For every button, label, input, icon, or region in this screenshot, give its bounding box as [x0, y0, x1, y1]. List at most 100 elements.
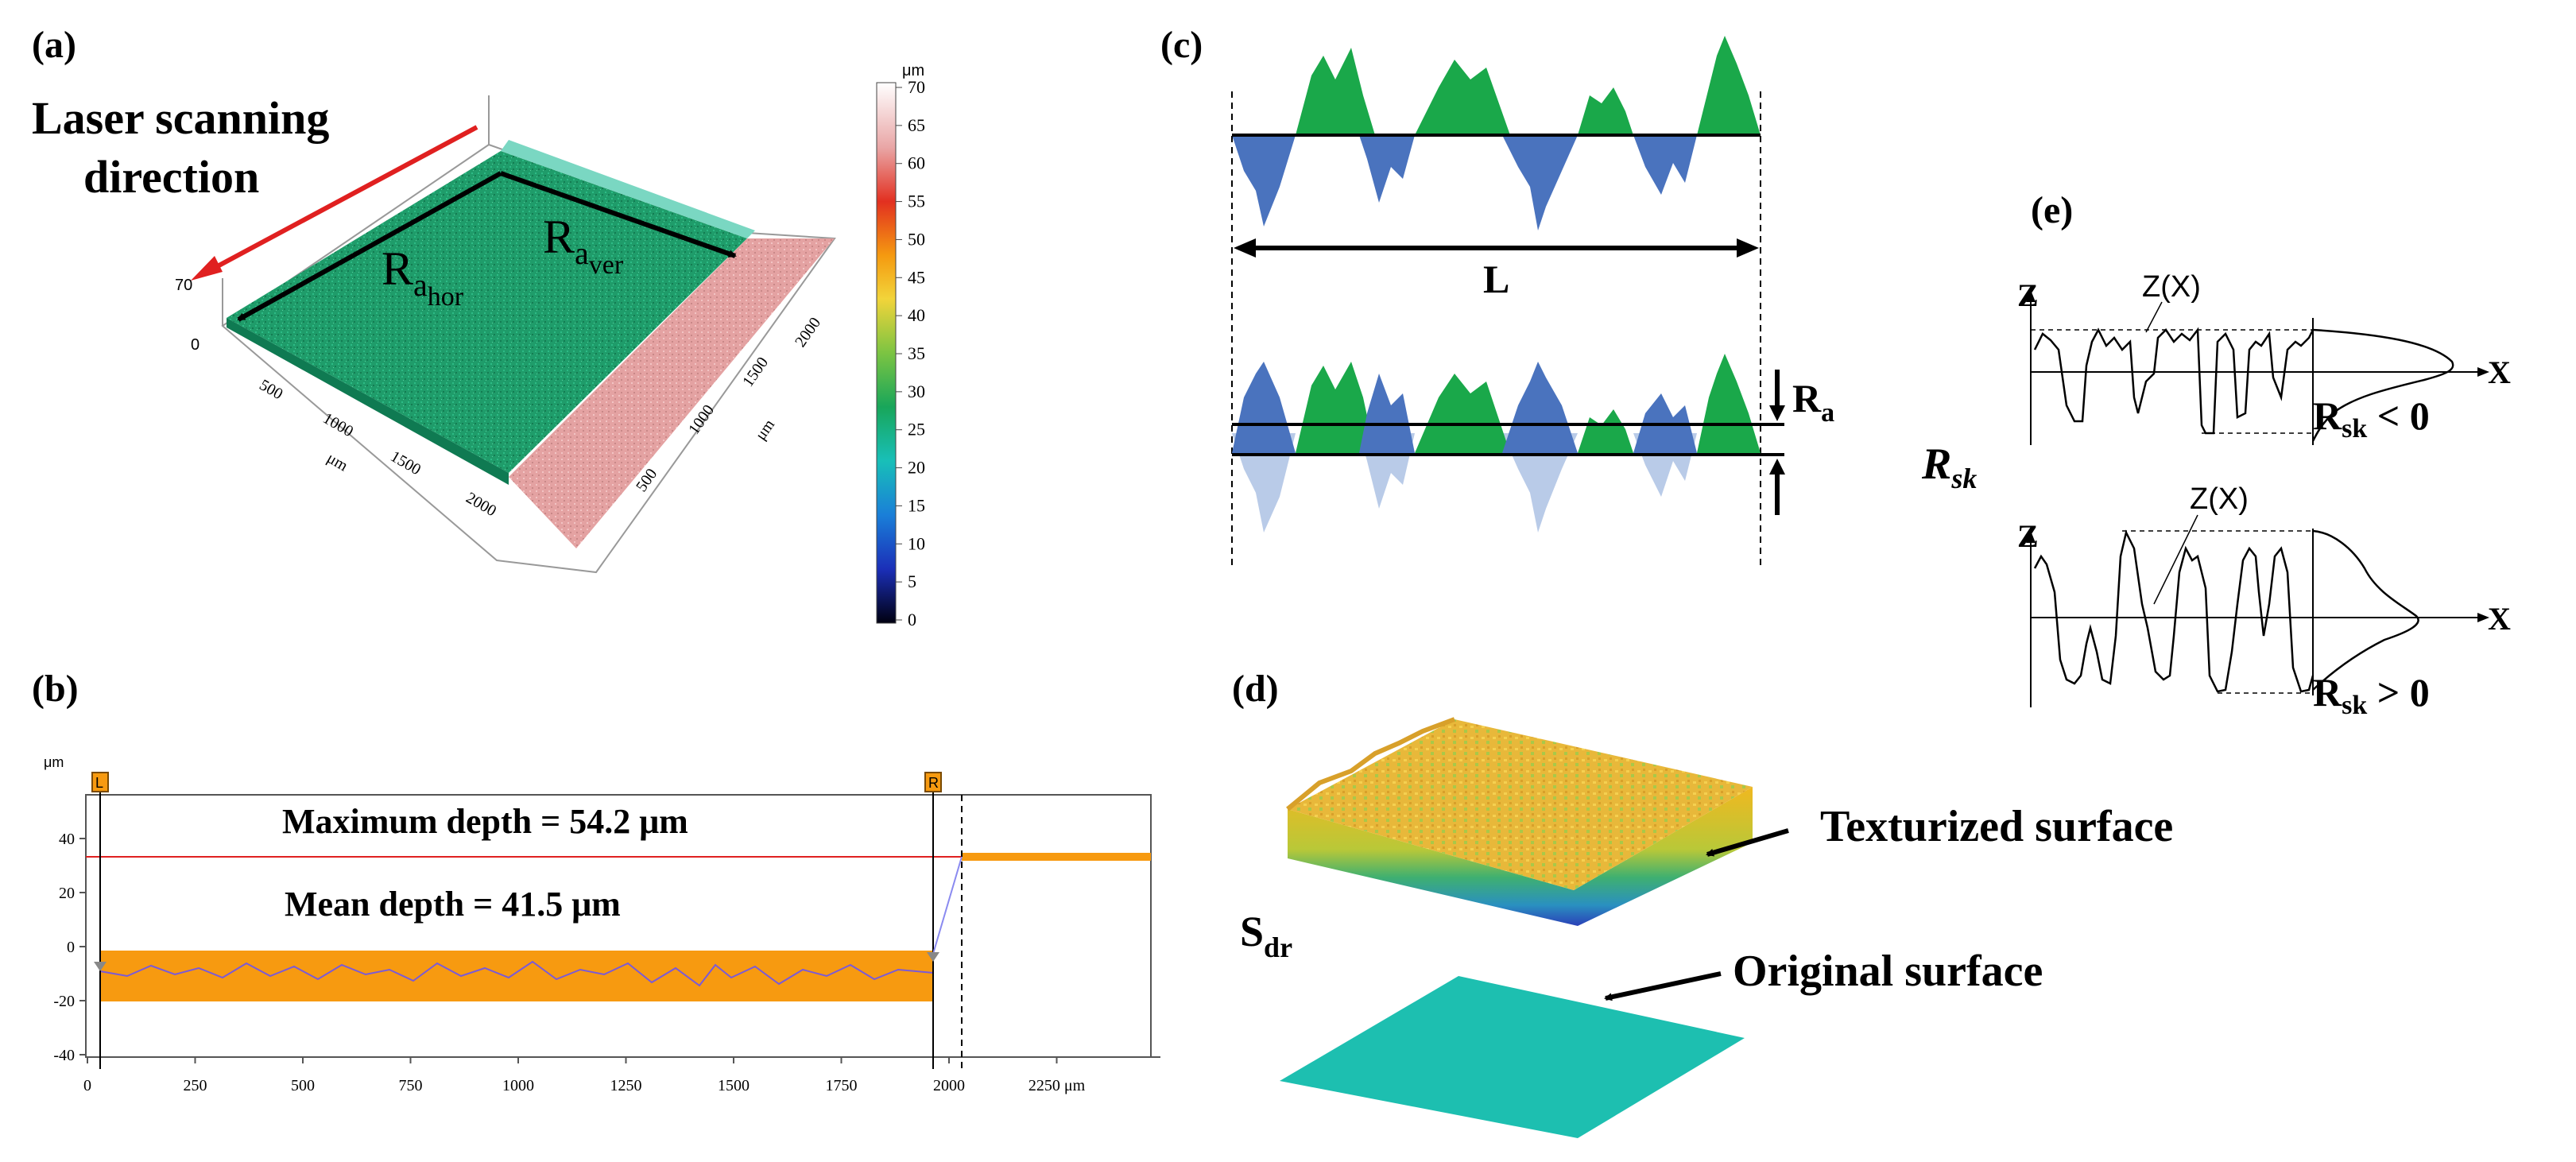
- pink-reference-surface: [509, 238, 835, 548]
- b-y-tick-label: -20: [53, 993, 75, 1010]
- svg-text:R: R: [928, 775, 939, 791]
- svg-text:2000: 2000: [792, 314, 824, 350]
- textured-surface-side: [1288, 787, 1753, 926]
- svg-text:Z: Z: [2017, 277, 2039, 313]
- svg-text:X: X: [2488, 354, 2511, 390]
- b-y-tick-label: -40: [53, 1047, 75, 1064]
- colorbar-tick-label: 40: [908, 305, 925, 325]
- rsk-label: Rsk: [1921, 440, 1977, 494]
- b-unit-label: μm: [44, 754, 64, 770]
- rsk-positive-condition: Rsk > 0: [2313, 670, 2430, 720]
- panel-e: (e) Rsk Z X Z(X) Rsk < 0: [1921, 189, 2511, 720]
- ra-ver-label: Raver: [543, 211, 624, 280]
- colorbar-unit: μm: [902, 62, 924, 79]
- ra-hor-arrow: [237, 171, 502, 322]
- rsk-negative-condition: Rsk < 0: [2313, 393, 2430, 443]
- panel-e-label: (e): [2031, 189, 2073, 231]
- colorbar-tick-label: 0: [908, 610, 916, 629]
- colorbar-tick-label: 15: [908, 495, 925, 515]
- b-x-tick-label: 1000: [502, 1077, 534, 1094]
- right-orange-strip: [962, 853, 1151, 861]
- panel-b: (b) μm 40 20 0 -20 -40 0 250 500 750 1000 1250 150…: [32, 668, 1160, 1094]
- ra-ver-arrow: [500, 171, 737, 258]
- distribution-rsk-pos: [2312, 529, 2419, 691]
- panel-d-label: (d): [1232, 668, 1279, 710]
- b-y-tick-label: 40: [59, 831, 75, 848]
- direction-text-line1: Laser scanning: [32, 92, 329, 144]
- textured-surface-top: [1288, 719, 1753, 890]
- colorbar-tick-label: 65: [908, 115, 925, 135]
- textured-arrow: [1706, 828, 1789, 857]
- textured-label: Texturized surface: [1820, 802, 2173, 851]
- cursor-l-marker[interactable]: [91, 772, 109, 792]
- rsk-negative-plot: Z X Z(X) Rsk < 0: [2017, 270, 2511, 445]
- z-tick-70: 70: [175, 277, 192, 294]
- b-x-tick-label: 1500: [718, 1077, 750, 1094]
- b-x-tick-label: 0: [83, 1077, 91, 1094]
- original-label: Original surface: [1733, 947, 2043, 996]
- profile-rsk-neg: [2033, 327, 2315, 435]
- b-y-tick-label: 20: [59, 885, 75, 902]
- panel-b-label: (b): [32, 668, 79, 710]
- b-x-tick-label: 500: [291, 1077, 315, 1094]
- b-x-tick-label: 1750: [826, 1077, 858, 1094]
- svg-text:Z(X): Z(X): [2190, 482, 2249, 516]
- length-label: L: [1483, 257, 1509, 301]
- z-tick-0: 0: [191, 336, 199, 354]
- b-x-tick-label: 2250 μm: [1028, 1077, 1086, 1094]
- panel-a-label: (a): [32, 24, 76, 66]
- panel-a: (a) Laser scanning direction Rahor Raver…: [32, 24, 925, 629]
- original-arrow: [1604, 971, 1722, 1001]
- svg-text:1500: 1500: [388, 447, 424, 478]
- profile-rsk-pos: [2033, 529, 2315, 693]
- b-y-ticks: 40 20 0 -20 -40: [53, 831, 86, 1064]
- colorbar-tick-label: 25: [908, 420, 925, 440]
- colorbar-tick-label: 5: [908, 571, 916, 591]
- colorbar: [876, 82, 897, 624]
- max-depth-text: Maximum depth = 54.2 μm: [282, 802, 688, 841]
- svg-text:Z(X): Z(X): [2142, 270, 2201, 304]
- depth-profile-line: [99, 960, 934, 987]
- b-x-tick-label: 2000: [933, 1077, 965, 1094]
- colorbar-tick-label: 35: [908, 343, 925, 363]
- b-x-tick-label: 750: [399, 1077, 423, 1094]
- b-plot-area: [85, 794, 1152, 1058]
- svg-text:μm: μm: [752, 416, 778, 443]
- svg-text:Z: Z: [2017, 518, 2039, 554]
- svg-text:X: X: [2488, 601, 2511, 637]
- original-surface: [1280, 976, 1745, 1138]
- laser-direction-arrowhead: [191, 256, 223, 281]
- sdr-label: Sdr: [1240, 908, 1292, 963]
- distribution-rsk-neg: [2311, 328, 2454, 442]
- profile-top: [1232, 36, 1761, 230]
- mean-depth-band: [100, 951, 933, 1001]
- direction-text-line2: direction: [83, 151, 259, 203]
- ra-hor-label: Rahor: [382, 242, 464, 312]
- mean-depth-text: Mean depth = 41.5 μm: [285, 885, 621, 924]
- svg-text:500: 500: [257, 376, 286, 403]
- green-textured-surface: [227, 151, 747, 473]
- colorbar-tick-label: 55: [908, 192, 925, 211]
- colorbar-tick-label: 50: [908, 229, 925, 249]
- b-x-tick-label: 250: [184, 1077, 207, 1094]
- colorbar-tick-label: 30: [908, 382, 925, 401]
- laser-direction-arrow: [201, 125, 478, 277]
- svg-text:1500: 1500: [739, 354, 772, 389]
- svg-text:L: L: [95, 775, 103, 791]
- colorbar-tick-label: 70: [908, 77, 925, 97]
- panel-d: (d) Texturized surface Original surface …: [1232, 668, 2173, 1138]
- colorbar-tick-label: 60: [908, 153, 925, 173]
- rsk-positive-plot: Z X Z(X) Rsk > 0: [2017, 482, 2511, 720]
- b-y-tick-label: 0: [67, 939, 75, 956]
- ra-label: Ra: [1792, 376, 1834, 428]
- b-x-tick-label: 1250: [610, 1077, 642, 1094]
- panel-c-label: (c): [1160, 24, 1203, 66]
- colorbar-tick-label: 20: [908, 458, 925, 478]
- cursor-r-marker[interactable]: [924, 772, 942, 792]
- panel-c: (c) L: [1160, 24, 1834, 568]
- profile-bottom: [1232, 354, 1784, 533]
- colorbar-tick-label: 45: [908, 267, 925, 287]
- b-x-ticks: 0 250 500 750 1000 1250 1500 1750 2000 2250 μm: [83, 1057, 1086, 1094]
